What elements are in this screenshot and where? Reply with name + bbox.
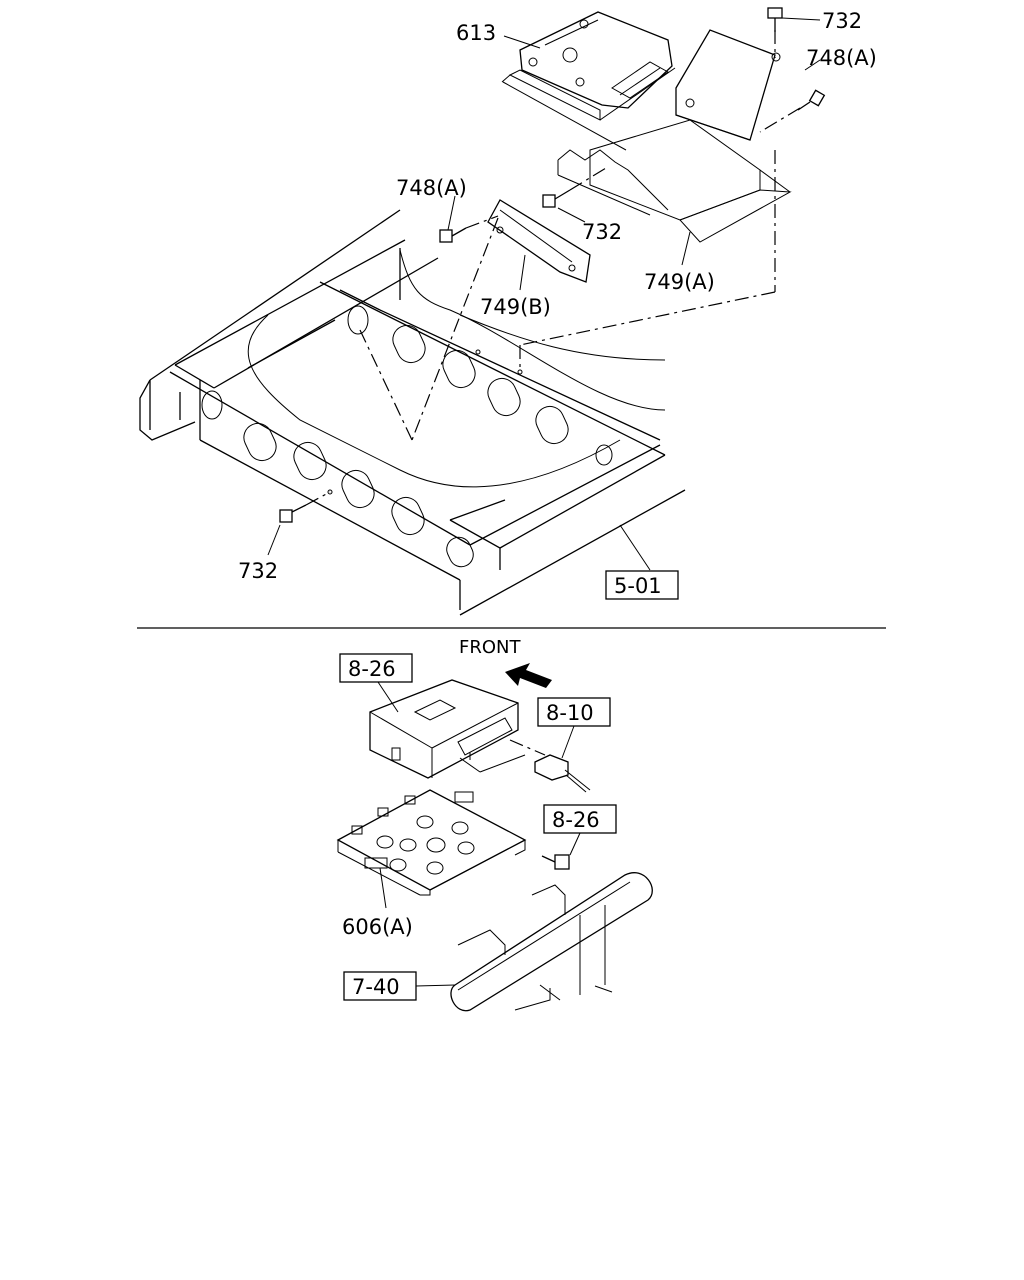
bolt-8-26-icon bbox=[541, 854, 570, 870]
bracket-749a bbox=[557, 29, 792, 243]
bolt-748a-right-icon bbox=[797, 89, 826, 111]
ref-8-26-bolt: 8-26 bbox=[552, 808, 600, 832]
bracket-749b bbox=[487, 199, 591, 283]
mounting-plate-606a bbox=[336, 789, 527, 896]
ref-8-10: 8-10 bbox=[546, 701, 594, 725]
ref-box-8-26-bolt bbox=[543, 804, 617, 834]
ecu-module bbox=[369, 679, 526, 779]
callout-613: 613 bbox=[456, 21, 496, 45]
callout-606a: 606(A) bbox=[342, 915, 413, 939]
callout-732-top: 732 bbox=[822, 9, 862, 33]
bolt-732-bottom-icon bbox=[279, 504, 307, 523]
callout-748a-right: 748(A) bbox=[806, 46, 877, 70]
callout-748a-left: 748(A) bbox=[396, 176, 467, 200]
controller-unit-613 bbox=[501, 11, 676, 151]
callout-749a: 749(A) bbox=[644, 270, 715, 294]
ref-box-5-01 bbox=[605, 570, 679, 600]
assembly-lines bbox=[305, 30, 801, 506]
bolt-732-top-icon bbox=[767, 7, 783, 32]
ref-box-8-26-top bbox=[339, 653, 413, 683]
callout-749b: 749(B) bbox=[480, 295, 551, 319]
leader-lines-top bbox=[267, 17, 821, 571]
ecu-connector-line bbox=[509, 739, 546, 756]
bolt-732-mid-icon bbox=[542, 189, 571, 208]
ref-8-26-top: 8-26 bbox=[348, 657, 396, 681]
bolt-748a-left-icon bbox=[439, 227, 467, 243]
harness-connector bbox=[534, 754, 591, 793]
callout-732-bottom: 732 bbox=[238, 559, 278, 583]
leader-lines-bottom bbox=[377, 681, 581, 987]
ref-7-40: 7-40 bbox=[352, 975, 400, 999]
ref-5-01: 5-01 bbox=[614, 574, 662, 598]
ref-box-8-10 bbox=[537, 697, 611, 727]
chassis-frame bbox=[139, 209, 686, 616]
ref-box-7-40 bbox=[343, 971, 417, 1001]
callout-732-mid: 732 bbox=[582, 220, 622, 244]
front-arrow-icon bbox=[505, 663, 552, 688]
front-label: FRONT bbox=[459, 637, 521, 658]
cross-member bbox=[450, 872, 653, 1012]
